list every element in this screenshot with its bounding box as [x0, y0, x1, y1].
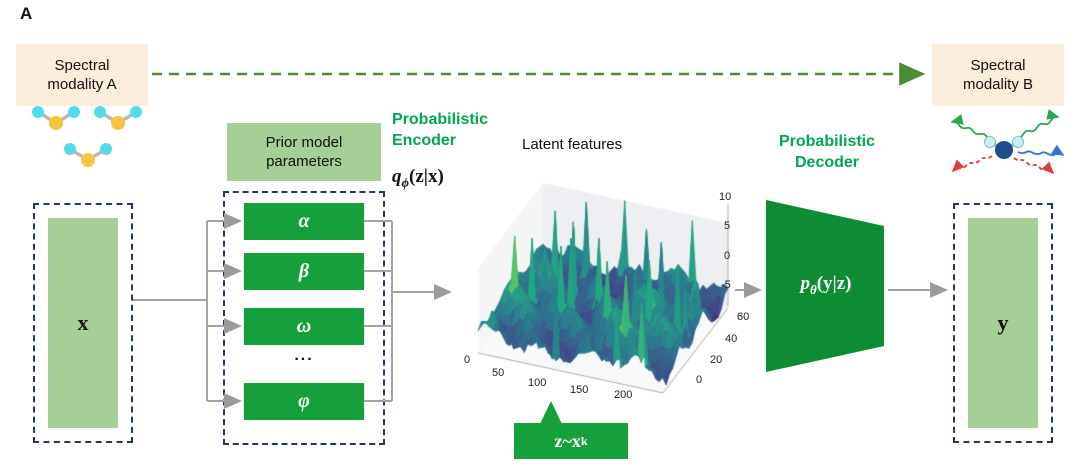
molecule-b-icon — [950, 109, 1065, 175]
output-spectrum-bar: y — [968, 218, 1038, 428]
latent-y-tick: 0 — [696, 374, 703, 386]
latent-z-tick: 10 — [719, 191, 732, 203]
prior-param-omega: ω — [244, 308, 364, 345]
latent-x-tick: 200 — [614, 389, 633, 401]
input-spectrum-bar: x — [48, 218, 118, 428]
molecule-a-icon — [32, 106, 142, 167]
prior-header-label: Prior model parameters — [265, 133, 343, 171]
prior-header-box: Prior model parameters — [227, 123, 381, 181]
latent-y-tick: 20 — [710, 354, 723, 366]
callout-pointer — [540, 401, 562, 424]
modality-a-box: Spectral modality A — [16, 44, 148, 106]
modality-b-label: Spectral modality B — [962, 56, 1034, 94]
decoder-title-line1: Probabilistic — [778, 133, 876, 150]
input-x-box: x — [33, 203, 133, 443]
latent-y-tick: 40 — [725, 333, 738, 345]
prior-param-alpha: α — [244, 203, 364, 240]
decoder-trapezoid — [766, 200, 884, 372]
latent-x-tick: 50 — [492, 367, 505, 379]
decoder-title-line2: Decoder — [794, 153, 860, 171]
latent-z-tick: 0 — [724, 250, 731, 262]
encoder-title-line2: Encoder — [392, 131, 457, 149]
latent-surface-canvas — [448, 158, 758, 413]
latent-x-tick: 0 — [464, 354, 471, 366]
latent-plot-title: Latent features — [522, 136, 623, 153]
output-y-box: y — [953, 203, 1053, 443]
prior-param-phi: φ — [244, 383, 364, 420]
latent-x-tick: 100 — [528, 377, 547, 389]
latent-y-tick: 60 — [737, 311, 750, 323]
output-y-label: y — [997, 310, 1009, 335]
encoder-formula: qϕ(z|x) — [392, 166, 444, 190]
decoder-title: Probabilistic Decoder — [752, 132, 902, 174]
modality-b-box: Spectral modality B — [932, 44, 1064, 106]
input-x-label: x — [77, 310, 89, 335]
prior-param-beta: β — [244, 253, 364, 290]
latent-x-tick: 150 — [570, 384, 589, 396]
latent-z-tick: 5 — [724, 220, 731, 232]
decoder-formula: pθ(y|z) — [800, 273, 852, 297]
modality-a-label: Spectral modality A — [47, 56, 117, 94]
latent-z-tick: -5 — [721, 279, 731, 291]
encoder-title: Probabilistic Encoder — [392, 110, 488, 152]
encoder-title-line1: Probabilistic — [392, 111, 489, 128]
panel-label: A — [20, 4, 33, 23]
prior-params-ellipsis: ... — [294, 347, 314, 364]
